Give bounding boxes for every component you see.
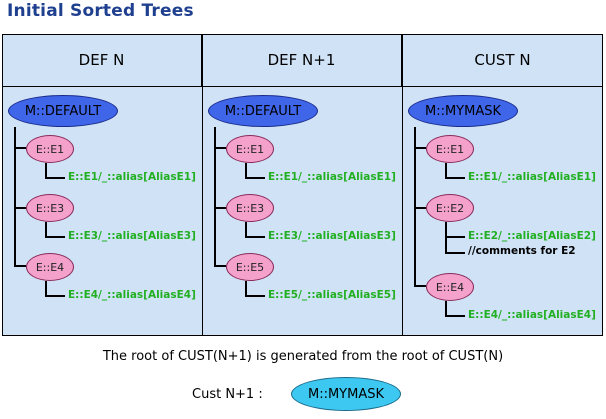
- alias-entry: E::E1/_::alias[AliasE1]: [68, 171, 196, 183]
- tree-connector: [245, 295, 265, 297]
- trees-table: [2, 34, 603, 336]
- tree-connector: [214, 207, 226, 209]
- tree-node: E::E5: [226, 253, 274, 281]
- tree-connector: [445, 177, 465, 179]
- tree-connector: [245, 177, 265, 179]
- tree-connector: [14, 127, 16, 267]
- generated-root: M::MYMASK: [291, 377, 401, 411]
- tree-connector: [45, 236, 65, 238]
- tree-node: E::E4: [26, 253, 74, 281]
- tree-connector: [14, 207, 26, 209]
- tree-connector: [245, 222, 247, 237]
- comment-entry: //comments for E2: [468, 245, 576, 257]
- tree-connector: [45, 295, 65, 297]
- tree-connector: [214, 147, 226, 149]
- tree-connector: [414, 207, 426, 209]
- tree-connector: [214, 265, 226, 267]
- tree-connector: [445, 163, 447, 178]
- tree-connector: [445, 252, 465, 254]
- column-divider: [202, 34, 203, 336]
- tree-connector: [14, 147, 26, 149]
- tree-connector: [214, 127, 216, 267]
- alias-entry: E::E1/_::alias[AliasE1]: [268, 171, 396, 183]
- column-divider: [402, 34, 403, 336]
- cust-label: Cust N+1 :: [192, 387, 263, 402]
- alias-entry: E::E4/_::alias[AliasE4]: [68, 289, 196, 301]
- tree-node: E::E1: [226, 135, 274, 163]
- tree-connector: [245, 281, 247, 296]
- tree-connector: [245, 236, 265, 238]
- alias-entry: E::E4/_::alias[AliasE4]: [468, 309, 596, 321]
- tree-connector: [45, 281, 47, 296]
- tree-node: E::E4: [426, 273, 474, 301]
- tree-connector: [45, 163, 47, 178]
- page-title: Initial Sorted Trees: [7, 1, 194, 21]
- alias-entry: E::E3/_::alias[AliasE3]: [268, 230, 396, 242]
- column-header-cust-n: CUST N: [474, 51, 531, 69]
- tree-connector: [245, 163, 247, 178]
- tree-connector: [45, 222, 47, 237]
- alias-entry: E::E1/_::alias[AliasE1]: [468, 171, 596, 183]
- tree-connector: [14, 265, 26, 267]
- header-divider: [2, 86, 603, 87]
- alias-entry: E::E2/_::alias[AliasE2]: [468, 230, 596, 242]
- tree-root: M::DEFAULT: [208, 95, 318, 127]
- tree-node: E::E1: [426, 135, 474, 163]
- tree-connector: [445, 315, 465, 317]
- tree-connector: [414, 147, 426, 149]
- tree-node: E::E3: [226, 194, 274, 222]
- column-header-def-n1: DEF N+1: [202, 34, 402, 86]
- tree-connector: [445, 236, 465, 238]
- tree-connector: [414, 285, 426, 287]
- column-header-def-n: DEF N: [2, 34, 202, 86]
- tree-connector: [445, 301, 447, 316]
- tree-node: E::E2: [426, 194, 474, 222]
- tree-root: M::DEFAULT: [8, 95, 118, 127]
- tree-node: E::E1: [26, 135, 74, 163]
- tree-root: M::MYMASK: [408, 95, 518, 127]
- alias-entry: E::E5/_::alias[AliasE5]: [268, 289, 396, 301]
- tree-connector: [45, 177, 65, 179]
- tree-node: E::E3: [26, 194, 74, 222]
- caption: The root of CUST(N+1) is generated from …: [102, 349, 504, 364]
- alias-entry: E::E3/_::alias[AliasE3]: [68, 230, 196, 242]
